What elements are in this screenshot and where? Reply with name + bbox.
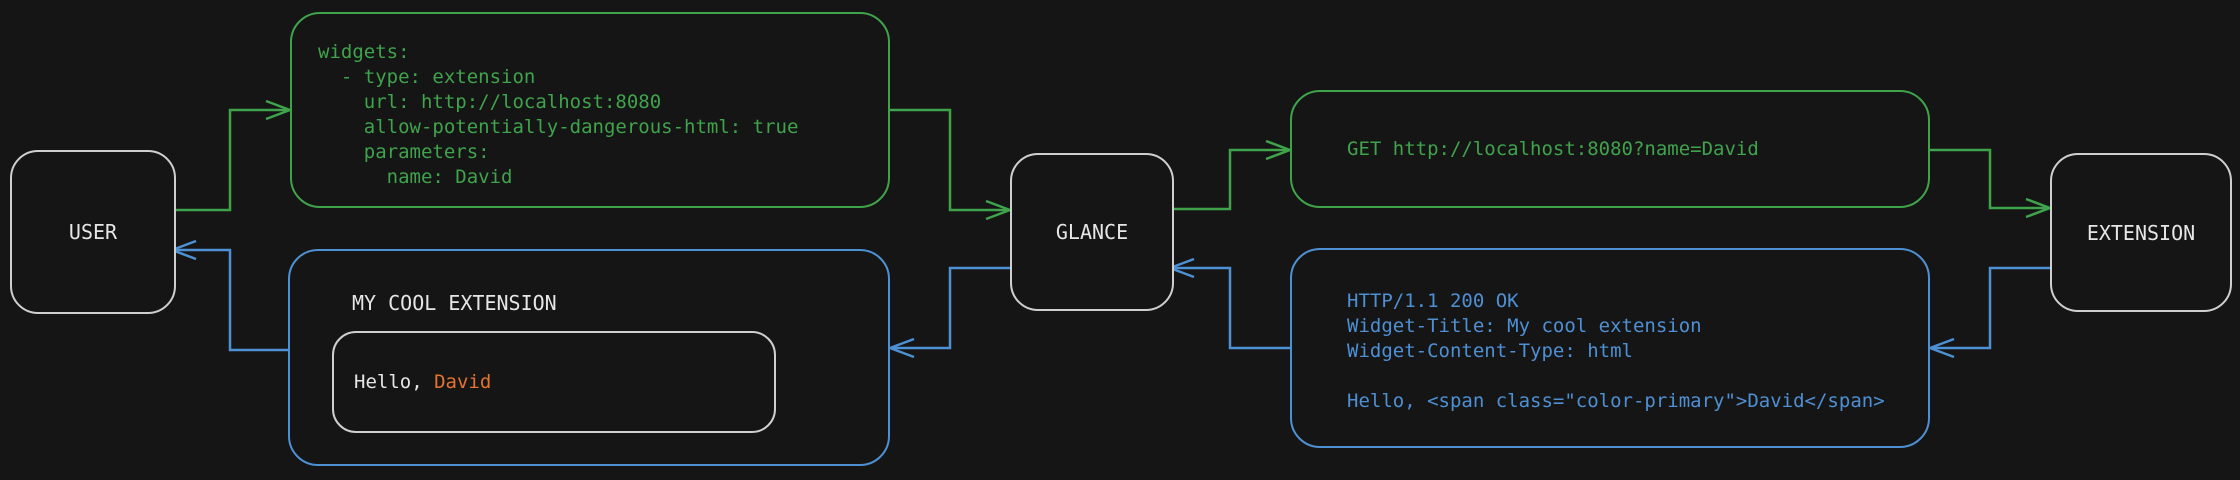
user-node: USER [10,150,176,314]
greeting-name: David [434,371,492,393]
arrowhead-glance-to-request [1265,139,1291,161]
config-line: widgets: [318,41,410,63]
arrow-config-to-glance [890,108,1008,212]
arrow-user-to-config [172,108,288,212]
arrow-glance-to-rendered [892,266,1010,350]
arrow-rendered-to-user [174,248,288,352]
glance-node-label: GLANCE [1055,220,1129,244]
arrow-extension-to-response [1932,266,2050,350]
widget-content-box: Hello, David [332,331,776,433]
get-request-box: GET http://localhost:8080?name=David [1290,90,1930,208]
config-line: parameters: [318,141,490,163]
arrowhead-glance-to-rendered [889,337,915,359]
glance-node: GLANCE [1010,153,1174,311]
arrow-response-to-glance [1172,266,1290,350]
arrowhead-config-to-glance [985,199,1011,221]
config-yaml-box: widgets: - type: extension url: http://l… [290,12,890,208]
arrowhead-user-to-config [265,99,291,121]
config-line: url: http://localhost:8080 [318,91,662,113]
arrowhead-extension-to-response [1929,337,1955,359]
arrow-glance-to-request [1170,148,1288,211]
arrowhead-request-to-extension [2025,197,2051,219]
widget-title: MY COOL EXTENSION [352,291,557,315]
rendered-widget-box: MY COOL EXTENSION Hello, David [288,249,890,466]
extension-node: EXTENSION [2050,153,2232,312]
response-line: Widget-Content-Type: html [1347,340,1633,362]
greeting-prefix: Hello, [354,371,435,393]
http-response-box: HTTP/1.1 200 OK Widget-Title: My cool ex… [1290,248,1930,448]
request-line: GET http://localhost:8080?name=David [1347,137,1759,160]
response-line: Widget-Title: My cool extension [1347,315,1702,337]
arrow-request-to-extension [1930,148,2048,210]
config-line: name: David [318,166,513,188]
config-line: - type: extension [318,66,536,88]
config-line: allow-potentially-dangerous-html: true [318,116,799,138]
extension-node-label: EXTENSION [2086,220,2196,245]
response-line: HTTP/1.1 200 OK [1347,290,1519,312]
response-body-line: Hello, <span class="color-primary">David… [1347,390,1885,412]
response-blank-line [1347,364,1928,389]
user-node-label: USER [68,220,118,244]
